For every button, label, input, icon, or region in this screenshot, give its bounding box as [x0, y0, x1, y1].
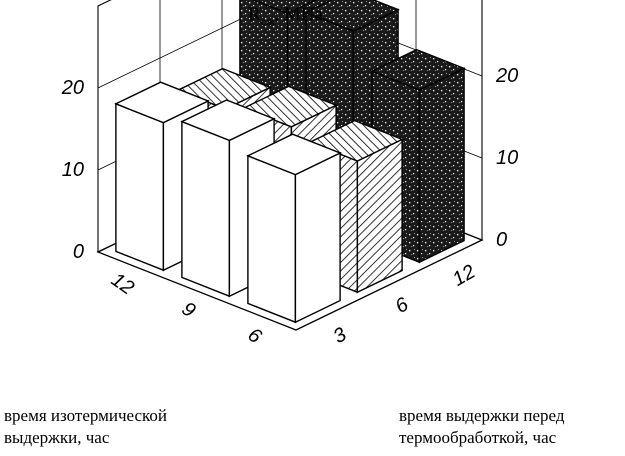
y-axis-title: время выдержки перед термообработкой, ча…: [399, 405, 565, 449]
z-tick-right: 0: [496, 229, 507, 251]
y-axis-title-line1: время выдержки перед: [399, 406, 565, 425]
x-tick-label: 12: [107, 269, 138, 300]
bar-6-3: [246, 133, 342, 324]
z-axis-title: Rсж, МПа: [248, 4, 323, 28]
x-axis-title-line1: время изотермической: [4, 406, 168, 425]
bar-top-face: [370, 48, 466, 91]
bar-top-face: [246, 133, 342, 176]
bar-left-face: [181, 120, 231, 298]
y-axis-title-line2: термообработкой, час: [399, 428, 557, 447]
z-tick-left: 0: [73, 241, 84, 263]
bar-top-face: [180, 99, 276, 142]
bar-top-face: [304, 0, 400, 32]
y-tick-label: 3: [330, 323, 351, 348]
y-tick-label: 12: [449, 261, 479, 291]
z-tick-left: 20: [61, 77, 84, 99]
bar-top-face: [251, 0, 317, 15]
z-tick-right: 20: [495, 65, 518, 87]
bars: [114, 0, 466, 324]
bar-right-face: [294, 151, 341, 324]
x-tick-label: 9: [178, 298, 200, 322]
bar-top-face: [114, 81, 210, 124]
x-axis-title: время изотермической выдержки, час: [4, 405, 167, 449]
bar-right-face: [356, 138, 403, 294]
bar-right-face: [418, 67, 465, 264]
z-tick-right: 10: [496, 147, 518, 169]
z-tick-left: 10: [62, 159, 84, 181]
x-tick-label: 6: [244, 324, 266, 349]
bar-left-face: [115, 102, 165, 272]
bar-left-face: [247, 154, 297, 324]
x-axis-title-line2: выдержки, час: [4, 428, 110, 447]
y-tick-label: 6: [392, 293, 413, 318]
